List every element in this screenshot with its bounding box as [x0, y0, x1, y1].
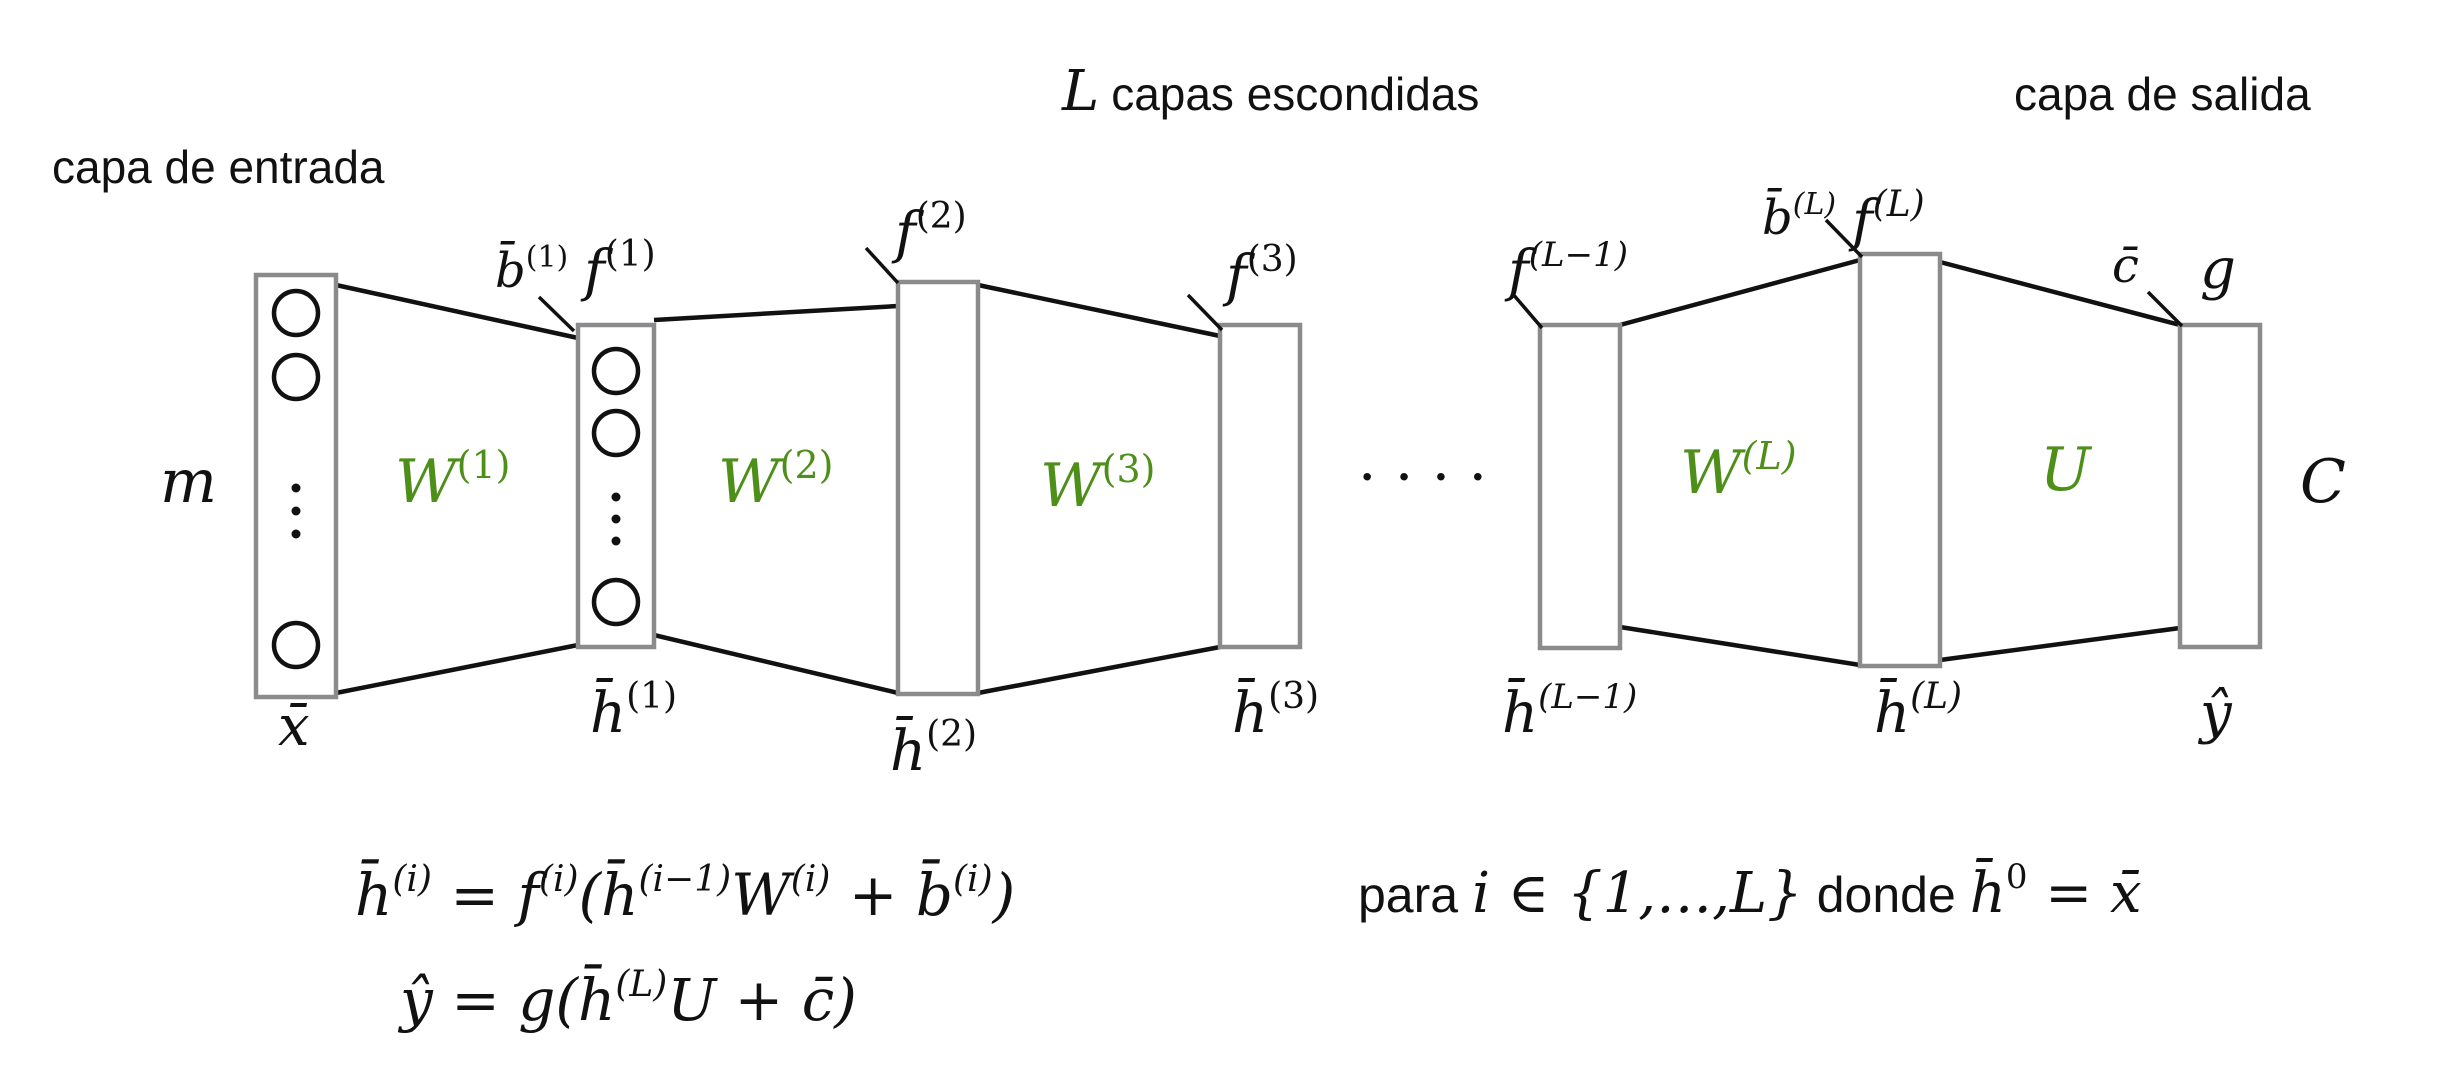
input-layer-heading: capa de entrada — [52, 141, 385, 193]
label-h3: h̄(3) — [1232, 676, 1319, 746]
label-h1: h̄(1) — [590, 676, 677, 746]
neuron — [591, 346, 641, 396]
label-f2: f(2) — [891, 196, 967, 266]
conn-x-h1-top — [335, 282, 579, 341]
label-bL: b̄(L) — [1762, 187, 1836, 246]
conn-h2-h3-bot — [977, 644, 1221, 696]
vertical-dot — [291, 529, 301, 539]
label-h2: h̄(2) — [890, 714, 977, 784]
tick-bL — [1824, 218, 1864, 259]
label-m: m — [160, 447, 217, 517]
label-C: C — [2300, 447, 2346, 517]
conn-hL1-hL-top — [1619, 257, 1861, 328]
conn-hL-y-bot — [1939, 625, 2181, 663]
neuron — [271, 620, 321, 670]
tick-fL1 — [1510, 291, 1544, 330]
tick-f2 — [864, 246, 900, 285]
vertical-dot — [291, 506, 301, 516]
conn-hL-y-top — [1939, 259, 2181, 328]
vertical-dot — [611, 492, 621, 502]
neuron — [591, 577, 641, 627]
label-fL: f(L) — [1848, 184, 1925, 254]
ellipsis-middle: · · · · — [1358, 443, 1487, 511]
weight-W3: W(3) — [1040, 447, 1156, 521]
neuron — [591, 408, 641, 458]
input-neurons — [271, 288, 321, 670]
weight-U: U — [2040, 435, 2093, 505]
label-hL1: h̄(L−1) — [1502, 677, 1637, 746]
hidden-1-neurons — [591, 346, 641, 627]
neuron — [271, 352, 321, 402]
label-x: x̄ — [278, 694, 310, 759]
label-b1: b̄(1) — [495, 240, 568, 299]
label-f1: f(1) — [580, 234, 656, 304]
tick-b1 — [537, 295, 576, 333]
neuron — [271, 288, 321, 338]
weight-W1: W(1) — [395, 443, 511, 517]
output-layer-box — [2177, 322, 2263, 650]
conn-h1-h2-top — [653, 303, 899, 323]
connections — [335, 257, 2181, 696]
conn-h1-h2-bot — [653, 632, 899, 696]
equation-hidden: h̄(i) = f(i)(h̄(i−1)W(i) + b̄(i)) — [355, 858, 1015, 929]
hidden-layer-L-1-box — [1537, 322, 1623, 651]
tick-c — [2146, 290, 2184, 328]
vertical-dot — [611, 514, 621, 524]
conn-h2-h3-top — [977, 282, 1221, 339]
label-f3: f(3) — [1222, 239, 1298, 309]
weight-W2: W(2) — [718, 443, 834, 517]
hidden-layer-3-box — [1217, 322, 1303, 650]
weight-WL: W(L) — [1680, 434, 1797, 508]
conn-hL1-hL-bot — [1619, 624, 1861, 668]
label-c: c̄ — [2112, 238, 2139, 294]
hidden-layer-L-box — [1857, 251, 1943, 669]
label-y: ŷ — [2197, 681, 2233, 746]
vertical-dot — [291, 483, 301, 493]
label-g: g — [2200, 237, 2236, 302]
label-fL1: f(L−1) — [1504, 235, 1628, 304]
hidden-layer-1-box — [575, 322, 657, 650]
equation-output: ŷ = g(h̄(L)U + c̄) — [397, 963, 857, 1034]
vertical-dot — [611, 536, 621, 546]
conn-x-h1-bot — [335, 642, 579, 696]
output-layer-heading: capa de salida — [2014, 68, 2311, 120]
hidden-layer-2-box — [895, 279, 981, 697]
tick-f3 — [1186, 293, 1224, 332]
label-hL: h̄(L) — [1874, 676, 1962, 746]
tick-marks — [537, 218, 2184, 333]
